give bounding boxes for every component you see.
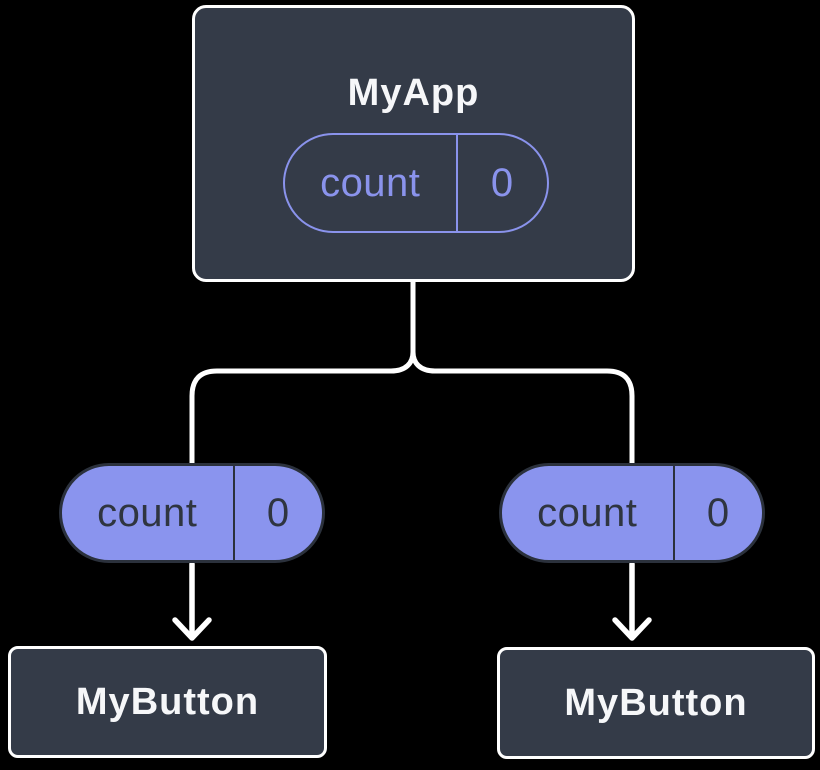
prop-arrow-left: [172, 561, 212, 641]
prop-name-label: count: [502, 466, 675, 560]
prop-pill-right: count 0: [499, 463, 765, 563]
component-node-myapp: MyApp count 0: [192, 5, 635, 282]
myapp-title: MyApp: [347, 72, 480, 114]
component-node-mybutton-left: MyButton: [8, 646, 327, 758]
branch-root-to-right: [410, 280, 635, 464]
branch-root-to-left: [189, 280, 416, 464]
arrow-head: [172, 617, 212, 641]
prop-pill-left: count 0: [59, 463, 325, 563]
prop-arrow-right: [612, 561, 652, 641]
prop-value-label: 0: [266, 490, 290, 535]
state-value-label: 0: [490, 160, 514, 205]
mybutton-title: MyButton: [75, 680, 260, 723]
component-node-mybutton-right: MyButton: [497, 647, 815, 759]
myapp-state-pill: count 0: [283, 133, 549, 233]
state-name-label: count: [285, 135, 458, 231]
prop-name-label: count: [62, 466, 235, 560]
mybutton-title: MyButton: [564, 681, 748, 724]
arrow-head: [612, 617, 652, 641]
prop-value-label: 0: [706, 490, 730, 535]
